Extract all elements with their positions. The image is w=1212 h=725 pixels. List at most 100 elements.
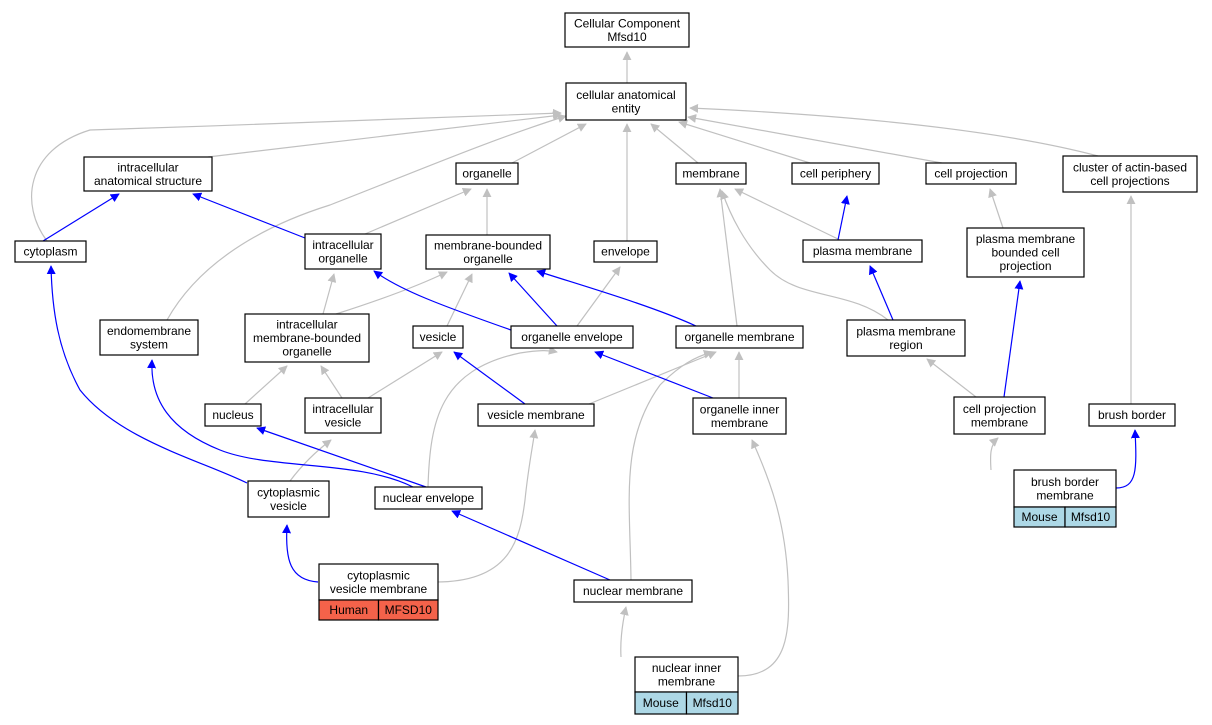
node-box	[692, 397, 787, 435]
node-label-line: nuclear inner	[652, 661, 721, 675]
node-label-line: vesicle	[420, 330, 457, 344]
node-label-line: system	[130, 337, 168, 351]
edge-to-cae-6	[650, 123, 699, 164]
node-label-line: Mfsd10	[607, 30, 647, 44]
edge-to-intorg-38	[373, 270, 512, 331]
node-cellper[interactable]: cell periphery	[791, 162, 880, 185]
node-cellproj[interactable]: cell projection	[925, 162, 1017, 185]
edge-to-membrane-14	[720, 190, 889, 321]
node-vesicle[interactable]: vesicle	[412, 325, 464, 349]
edge-to-cae-2	[31, 108, 562, 242]
gene-label: MFSD10	[385, 603, 433, 617]
edge-to-imbo-23	[320, 365, 343, 399]
node-box	[477, 403, 595, 427]
node-box	[564, 12, 690, 48]
node-label-line: organelle	[282, 345, 332, 359]
node-label-line: entity	[612, 101, 641, 115]
node-box	[14, 240, 87, 263]
node-box	[1088, 403, 1176, 427]
edges-layer	[31, 51, 1140, 677]
node-box	[634, 656, 739, 693]
node-label-line: plasma membrane	[856, 324, 956, 338]
node-label-line: nuclear envelope	[383, 491, 475, 505]
edge-to-endo-44	[147, 359, 414, 488]
node-label-line: cell projections	[1090, 174, 1169, 188]
node-bb[interactable]: brush border	[1088, 403, 1176, 427]
node-label-line: region	[889, 338, 922, 352]
node-label-line: membrane	[658, 674, 716, 688]
node-nucmem[interactable]: nuclear membrane	[573, 579, 693, 603]
edge-to-membrane-12	[716, 188, 738, 327]
node-vesmem[interactable]: vesicle membrane	[477, 403, 595, 427]
node-pm[interactable]: plasma membrane	[802, 239, 923, 263]
node-nucleus[interactable]: nucleus	[204, 403, 262, 427]
node-box	[675, 325, 804, 349]
node-label-line: plasma membrane	[976, 232, 1076, 246]
node-orgmem[interactable]: organelle membrane	[675, 325, 804, 349]
node-box	[1062, 155, 1198, 193]
node-label-line: brush border	[1098, 408, 1166, 422]
edge-to-orgmem-27	[628, 349, 713, 581]
edge-to-imbo-22	[244, 365, 288, 405]
node-box	[675, 162, 747, 185]
edge-to-ias-34	[42, 193, 120, 242]
node-label-line: membrane	[971, 415, 1029, 429]
node-cytoplasm[interactable]: cytoplasm	[14, 240, 87, 263]
node-box	[304, 233, 382, 270]
node-label-line: nuclear membrane	[583, 584, 683, 598]
node-label-line: Cellular Component	[574, 16, 681, 30]
node-nucenv[interactable]: nuclear envelope	[374, 486, 483, 510]
edge-to-bb-42	[1115, 429, 1140, 489]
edge-to-envelope-20	[576, 266, 621, 327]
edge-to-pmr-31	[926, 358, 977, 398]
node-label-line: membrane	[1036, 488, 1094, 502]
node-box	[846, 319, 966, 357]
node-box	[510, 325, 634, 349]
node-membrane[interactable]: membrane	[675, 162, 747, 185]
edge-to-pmbcp-41	[1003, 280, 1024, 398]
node-orgenv[interactable]: organelle envelope	[510, 325, 634, 349]
edge-to-cae-1	[207, 111, 562, 158]
node-organelle[interactable]: organelle	[455, 162, 519, 185]
edge-to-mbo-19	[446, 273, 473, 327]
edge-to-orgenv-47	[594, 350, 714, 399]
edge-to-orgenv-28	[427, 345, 558, 488]
edge-to-intorg-17	[322, 273, 337, 315]
node-box	[244, 313, 370, 363]
edge-to-mbo-18	[335, 271, 448, 315]
node-label-line: organelle	[462, 167, 512, 181]
gene-label: Mfsd10	[1071, 510, 1111, 524]
node-label-line: membrane-bounded	[253, 331, 361, 345]
node-label-line: cell projection	[963, 402, 1036, 416]
edge-to-cellper-39	[837, 195, 850, 241]
gene-cell	[377, 599, 439, 621]
node-box	[966, 227, 1085, 278]
node-box	[802, 239, 923, 263]
node-label-line: anatomical structure	[94, 174, 202, 188]
edge-to-cae-3	[166, 114, 567, 321]
node-envelope[interactable]: envelope	[593, 240, 658, 263]
species-label: Mouse	[1021, 510, 1057, 524]
node-label-line: organelle inner	[700, 402, 779, 416]
node-box	[99, 319, 199, 356]
node-box	[455, 162, 519, 185]
edge-to-membrane-13	[734, 188, 841, 241]
